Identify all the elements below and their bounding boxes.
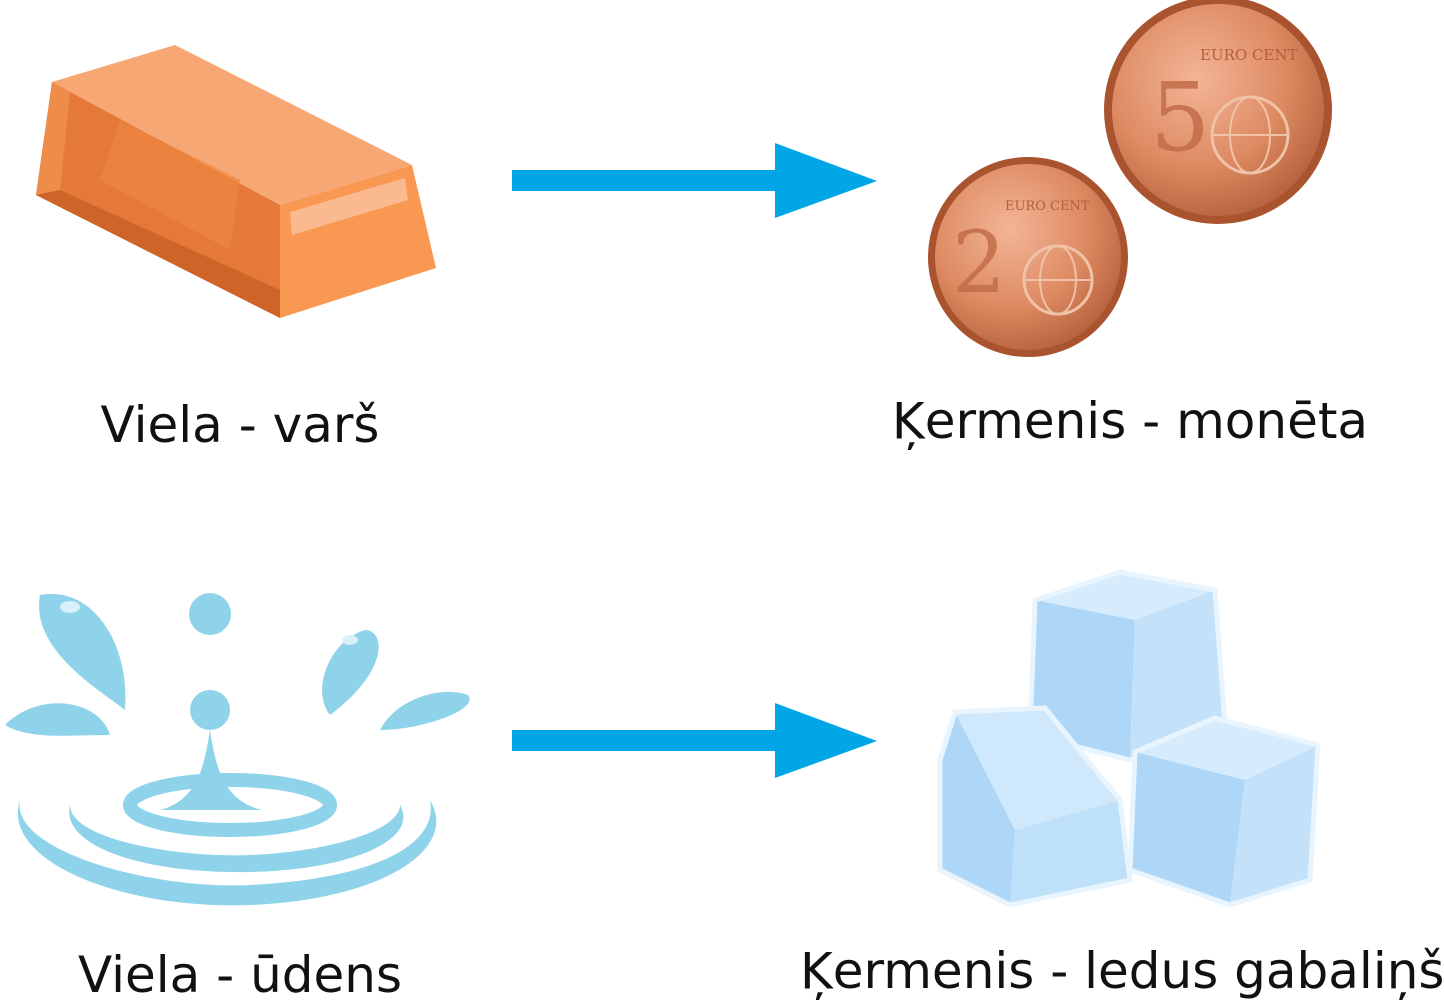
- arrow-water-to-ice: [512, 703, 877, 778]
- ice-cubes-icon: [937, 569, 1321, 908]
- coin-2-cent: 2 EURO CENT: [928, 157, 1128, 357]
- substance-label-copper: Viela - varš: [100, 396, 380, 454]
- substance-label-water: Viela - ūdens: [77, 946, 403, 1004]
- object-label-coin: Ķermenis - monēta: [891, 392, 1369, 450]
- object-label-ice: Ķermenis - ledus gabaliņš: [800, 942, 1444, 1000]
- svg-text:EURO CENT: EURO CENT: [1200, 46, 1298, 64]
- copper-ingot-icon: [36, 45, 436, 318]
- svg-text:5: 5: [1150, 63, 1210, 173]
- arrow-copper-to-coin: [512, 143, 877, 218]
- coins-icon: 5 EURO CENT 2 EURO CENT: [928, 0, 1332, 357]
- svg-text:EURO CENT: EURO CENT: [1005, 199, 1090, 214]
- water-splash-icon: [5, 593, 470, 906]
- coin-5-cent: 5 EURO CENT: [1104, 0, 1332, 224]
- svg-text:2: 2: [952, 214, 1006, 313]
